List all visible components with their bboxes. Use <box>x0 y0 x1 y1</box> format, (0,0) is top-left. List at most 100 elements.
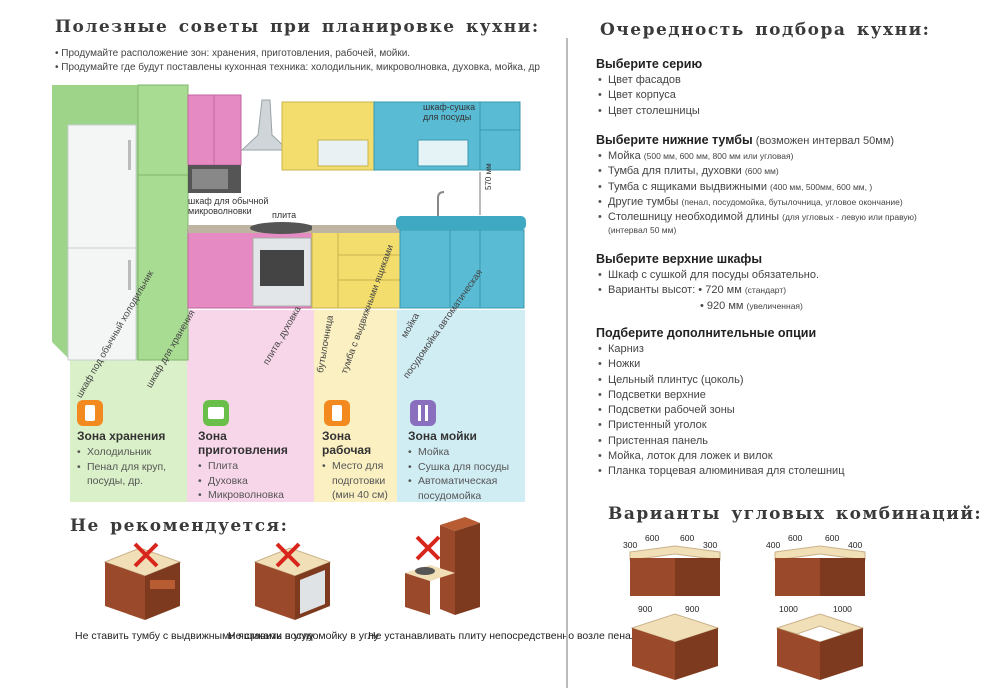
lower-item-note: (для угловых - левую или правую) <box>782 212 917 223</box>
lower-item-note: (пенал, посудомойка, бутылочница, углово… <box>681 196 903 207</box>
zone-storage-title: Зона хранения <box>77 429 166 443</box>
option-item-text: Подсветки верхние <box>608 388 706 401</box>
option-item-text: Мойка, лоток для ложек и вилок <box>608 450 773 463</box>
corner-combo-b: 400 600 600 400 <box>766 533 866 596</box>
option-item-text: Ножки <box>608 358 641 371</box>
option-item: Пристенный уголок <box>596 418 991 434</box>
lower-interval-note: (интервал 50 мм) <box>608 225 677 236</box>
option-item-text: Подсветки рабочей зоны <box>608 404 735 417</box>
upper-item-note: (стандарт) <box>744 285 787 296</box>
left-title: Полезные советы при планировке кухни: <box>55 17 540 37</box>
option-item: Карниз <box>596 342 991 358</box>
dim-label: 900 <box>638 604 652 614</box>
dim-label: 600 <box>825 533 839 543</box>
tap-icon <box>437 191 445 216</box>
fridge-icon <box>77 400 103 426</box>
fridge <box>67 124 137 361</box>
tip-2-text: Продумайте где будут поставлены кухонная… <box>61 62 540 73</box>
upper-height-920-note: (увеличенная) <box>746 300 803 311</box>
dim-label: 600 <box>680 533 694 543</box>
zone-cooking-title: Зона приготовления <box>198 429 288 457</box>
cutlery-icon <box>410 400 436 426</box>
section-upper-heading: Выберите верхние шкафы <box>596 252 763 266</box>
corner-title: Варианты угловых комбинаций: <box>608 504 983 524</box>
dim-label: 300 <box>703 540 717 550</box>
corner-combo-a: 300 600 600 300 <box>623 533 721 596</box>
upper-height-920: • 920 мм (увеличенная) <box>596 299 991 314</box>
lower-item-note: (500 мм, 600 мм, 800 мм или угловая) <box>643 151 794 161</box>
callout-height: 570 мм <box>484 163 493 190</box>
dim-label: 600 <box>788 533 802 543</box>
bad-corner-drawers <box>103 542 182 620</box>
upper-item-text: Шкаф с сушкой для посуды обязательно. <box>608 269 820 281</box>
tip-1: • Продумайте расположение зон: хранения,… <box>55 48 411 59</box>
zone-storage-item: Пенал для круп, посуды, др. <box>77 460 187 489</box>
corner-combo-c: 900 900 <box>630 604 720 680</box>
dim-label: 400 <box>848 540 862 550</box>
callout-dish-rack: шкаф-сушка для посуды <box>423 102 476 122</box>
lower-item-text: Мойка <box>608 150 644 162</box>
series-item: Цвет корпуса <box>596 88 991 104</box>
lower-item: Тумба с ящиками выдвижными (400 мм, 500м… <box>596 180 991 196</box>
caption-stove: Не устанавливать плиту непосредственно в… <box>368 630 643 642</box>
bad-corner-dishwasher <box>253 542 332 620</box>
callout-microwave: шкаф для обычной микроволновки <box>188 196 269 216</box>
upper-item-text: Варианты высот: • 720 мм <box>608 284 745 297</box>
series-item-text: Цвет корпуса <box>608 89 676 102</box>
dim-label: 1000 <box>833 604 852 614</box>
zone-sink-title: Зона мойки <box>408 429 477 443</box>
section-lower-note: (возможен интервал 50мм) <box>752 135 895 147</box>
section-series: Выберите серию Цвет фасадов Цвет корпуса… <box>596 57 991 119</box>
blue-upper-cabinet <box>373 101 521 171</box>
series-item: Цвет фасадов <box>596 73 991 89</box>
zone-storage: Зона хранения Холодильник Пенал для круп… <box>77 429 187 489</box>
dim-label: 1000 <box>779 604 798 614</box>
option-item: Подсветки рабочей зоны <box>596 403 991 419</box>
upper-item: Шкаф с сушкой для посуды обязательно. <box>596 268 991 284</box>
zone-cooking-item: Микроволновка <box>198 488 310 503</box>
zone-work-item: Место для подготовки (мин 40 см) <box>322 459 394 503</box>
lower-item: Тумба для плиты, духовки (600 мм) <box>596 164 991 180</box>
option-item-text: Планка торцевая алюминивая для столешниц <box>608 465 845 478</box>
option-item-text: Карниз <box>608 343 644 355</box>
zone-cooking: Зона приготовления Плита Духовка Микрово… <box>198 429 310 503</box>
zone-sink-item: Сушка для посуды <box>408 460 523 475</box>
zone-work: Зона рабочая Место для подготовки (мин 4… <box>322 429 394 503</box>
option-item: Пристенная панель <box>596 434 991 450</box>
zone-cooking-item: Плита <box>198 459 310 474</box>
cross-icon <box>275 542 301 568</box>
zone-sink-item: Автоматическая посудомойка <box>408 474 523 503</box>
callout-stove: плита <box>272 210 297 220</box>
zone-sink: Зона мойки Мойка Сушка для посуды Автома… <box>408 429 523 503</box>
cross-icon <box>133 542 159 568</box>
dim-label: 900 <box>685 604 699 614</box>
lower-item-text: Другие тумбы <box>608 195 682 208</box>
series-item-text: Цвет столешницы <box>608 104 700 117</box>
dim-label: 600 <box>645 533 659 543</box>
zone-work-title: Зона рабочая <box>322 429 372 457</box>
series-item: Цвет столешницы <box>596 104 991 120</box>
zone-storage-item: Холодильник <box>77 445 187 460</box>
option-item: Подсветки верхние <box>596 388 991 404</box>
hood <box>240 99 290 151</box>
section-lower-heading: Выберите нижние тумбы <box>596 133 753 147</box>
lower-item-text: Тумба для плиты, духовки <box>608 165 745 178</box>
right-title: Очередность подбора кухни: <box>600 20 931 40</box>
section-series-heading: Выберите серию <box>596 57 703 71</box>
caption-dishwasher: Не ставить посудомойку в углу <box>228 630 379 642</box>
lower-item-text: Тумба с ящиками выдвижными <box>608 180 771 193</box>
upper-item: Варианты высот: • 720 мм (стандарт) <box>596 283 991 299</box>
storage-cabinet <box>137 84 189 361</box>
section-upper: Выберите верхние шкафы Шкаф с сушкой для… <box>596 252 991 314</box>
section-options: Подберите дополнительные опции Карниз Но… <box>596 326 991 480</box>
dim-label: 300 <box>623 540 637 550</box>
option-item-text: Пристенный уголок <box>608 419 707 432</box>
option-item-text: Пристенная панель <box>608 434 709 447</box>
tip-2: • Продумайте где будут поставлены кухонн… <box>55 62 540 73</box>
series-item-text: Цвет фасадов <box>608 74 681 86</box>
lower-item: Мойка (500 мм, 600 мм, 800 мм или углова… <box>596 149 991 165</box>
lower-item: Другие тумбы (пенал, посудомойка, бутыло… <box>596 195 991 211</box>
tip-1-text: Продумайте расположение зон: хранения, п… <box>61 48 411 59</box>
corner-combo-d: 1000 1000 <box>775 604 865 680</box>
lower-item: Столешницу необходимой длины (для угловы… <box>596 210 991 226</box>
